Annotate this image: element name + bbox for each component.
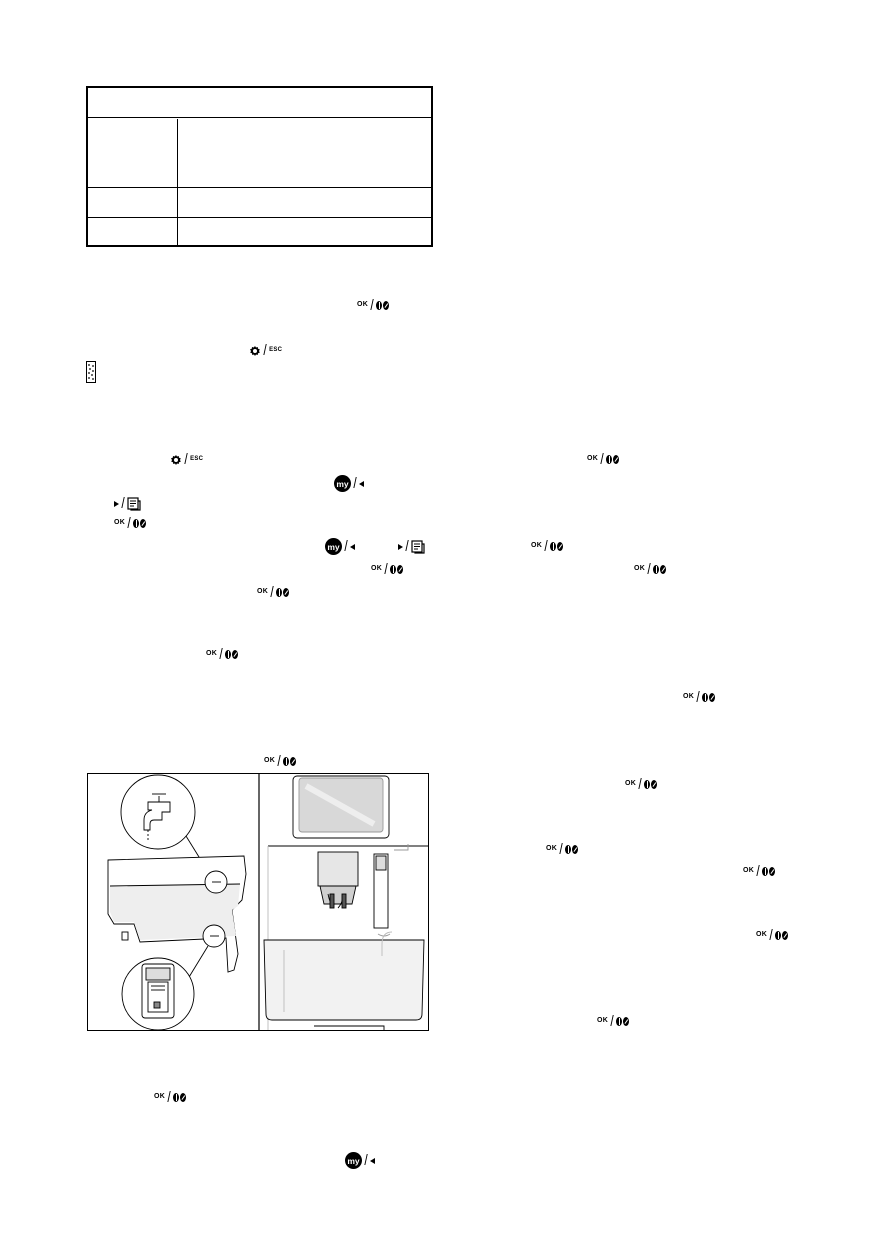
table-row-divider [88, 217, 431, 218]
descale-icon [86, 361, 96, 383]
settings-esc-icon: /ESC [249, 343, 282, 358]
ok-beans-icon: OK/ [264, 754, 297, 769]
table-column-divider [177, 119, 178, 245]
ok-beans-icon: OK/ [587, 452, 620, 467]
coffee-machine [263, 775, 428, 1030]
right-menu-icon: / [114, 496, 141, 511]
settings-table [86, 86, 433, 247]
my-left-icon: my/ [334, 475, 365, 492]
menu-list-icon [411, 539, 425, 554]
my-left-icon: my/ [325, 538, 356, 555]
water-filter-illustration [87, 773, 429, 1031]
gear-icon [250, 345, 260, 356]
ok-beans-icon: OK/ [756, 928, 789, 943]
table-row-divider [88, 117, 431, 118]
water-tank [107, 774, 247, 1031]
ok-beans-icon: OK/ [371, 562, 404, 577]
table-row-divider [88, 187, 431, 188]
ok-beans-icon: OK/ [597, 1014, 630, 1029]
ok-beans-icon: OK/ [114, 516, 147, 531]
ok-beans-icon: OK/ [683, 690, 716, 705]
ok-beans-icon: OK/ [546, 842, 579, 857]
ok-beans-icon: OK/ [634, 562, 667, 577]
my-left-icon: my/ [345, 1152, 376, 1169]
settings-esc-icon: /ESC [170, 452, 203, 467]
illustration-drawing [107, 774, 428, 1031]
menu-list-icon [127, 496, 141, 511]
ok-beans-icon: OK/ [257, 585, 290, 600]
ok-beans-icon: OK/ [206, 647, 239, 662]
right-menu-icon: / [398, 539, 425, 554]
ok-beans-icon: OK/ [154, 1090, 187, 1105]
gear-icon [171, 454, 181, 465]
ok-beans-icon: OK/ [531, 539, 564, 554]
ok-beans-icon: OK/ [743, 864, 776, 879]
ok-beans-icon: OK/ [625, 777, 658, 792]
ok-beans-icon: OK/ [357, 298, 390, 313]
